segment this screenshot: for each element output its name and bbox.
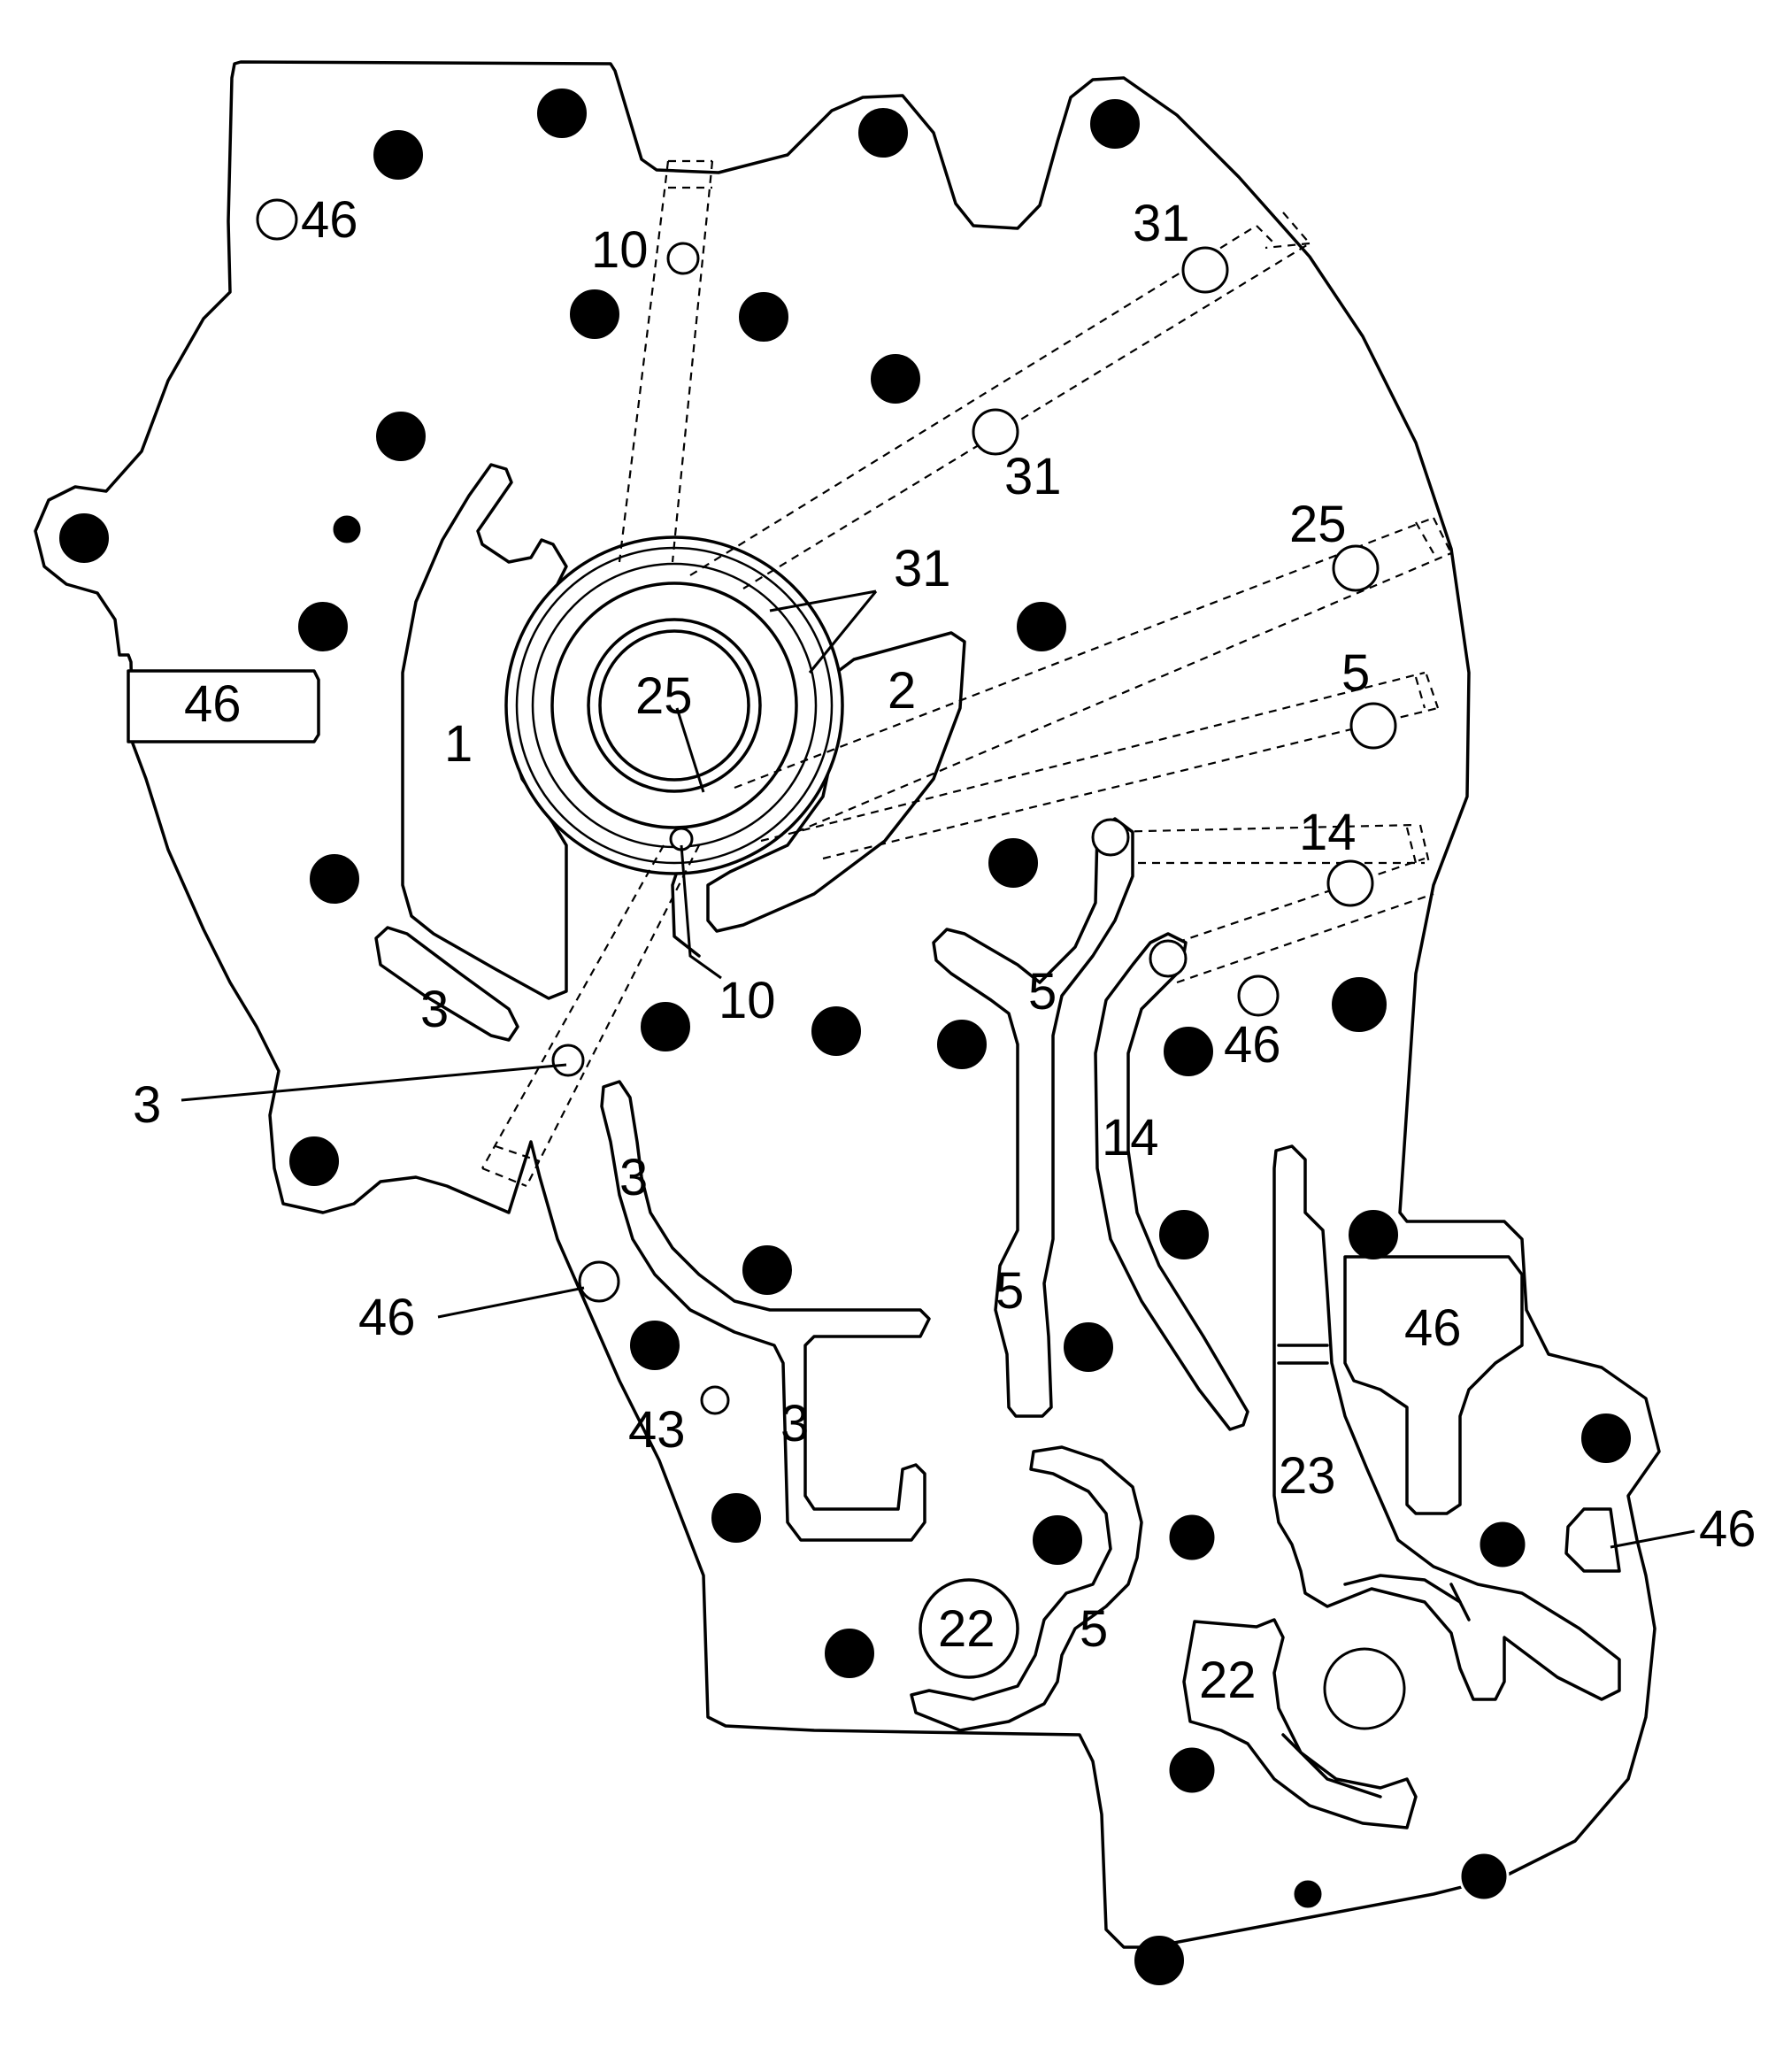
label-10-top: 10 — [591, 221, 649, 279]
label-46-left-lower: 46 — [358, 1289, 416, 1346]
label-14-right: 14 — [1299, 804, 1357, 861]
large-hole-right — [1323, 1647, 1406, 1730]
label-43: 43 — [628, 1401, 686, 1459]
center-ring-outer — [504, 535, 844, 875]
slot-3-left — [374, 926, 519, 1042]
passage-14 — [1094, 932, 1249, 1431]
label-5-mid: 5 — [995, 1262, 1024, 1320]
passage-22-left — [919, 1578, 1019, 1679]
passage-5-arc — [910, 1445, 1143, 1732]
label-14-mid: 14 — [1102, 1109, 1159, 1167]
left-slot-46 — [127, 669, 320, 743]
leader-lines — [181, 589, 1695, 1549]
label-46-left-slot: 46 — [184, 675, 242, 733]
label-46-slot-right: 46 — [1404, 1299, 1462, 1357]
slot-46-right — [1343, 1255, 1524, 1515]
label-1: 1 — [444, 715, 473, 773]
passage-14-port — [1149, 939, 1188, 978]
label-25-right: 25 — [1289, 496, 1347, 553]
passage-23-inner-line-2 — [1449, 1583, 1471, 1621]
passage-22-right — [1182, 1618, 1418, 1829]
label-23: 23 — [1279, 1447, 1336, 1505]
center-ring-inner — [598, 629, 750, 782]
label-22-right: 22 — [1199, 1652, 1257, 1709]
label-46-mid-right: 46 — [1224, 1016, 1281, 1074]
label-5-right: 5 — [1341, 644, 1370, 702]
label-3-left: 3 — [133, 1076, 161, 1134]
label-2: 2 — [888, 662, 916, 720]
passage-22-inner-line — [1281, 1733, 1382, 1799]
center-ring-4 — [550, 582, 798, 829]
label-5-arc: 5 — [1080, 1600, 1108, 1658]
passage-3-lower — [600, 1080, 931, 1542]
passage-23 — [1272, 1144, 1621, 1701]
passage-23-inner-line-1 — [1343, 1574, 1462, 1604]
dashed-channels — [481, 159, 1452, 1188]
label-25-center: 25 — [635, 667, 693, 725]
label-10-lower: 10 — [719, 972, 776, 1029]
callout-labels: 46 10 31 31 25 31 5 25 2 1 14 46 10 3 5 … — [133, 191, 1756, 1709]
label-46-top-left: 46 — [301, 191, 358, 249]
notch-46-right — [1564, 1507, 1621, 1573]
label-31-top-right: 31 — [1133, 195, 1190, 252]
center-ring-5 — [587, 618, 762, 793]
label-46-far-right: 46 — [1699, 1500, 1756, 1558]
label-3-lower: 3 — [780, 1395, 809, 1452]
bolt-holes — [59, 89, 1631, 1985]
label-3-left-slot: 3 — [420, 981, 449, 1038]
passage-5-vertical — [932, 817, 1134, 1418]
passage-5-port — [1091, 818, 1130, 857]
passage-23-inner-line-3 — [1277, 1344, 1329, 1365]
label-5-y: 5 — [1028, 963, 1057, 1021]
label-22-left: 22 — [938, 1600, 995, 1658]
label-31-mid: 31 — [1004, 448, 1062, 505]
open-holes — [256, 198, 1397, 1415]
label-31-arrow: 31 — [894, 540, 951, 597]
label-3-mid: 3 — [619, 1149, 648, 1206]
